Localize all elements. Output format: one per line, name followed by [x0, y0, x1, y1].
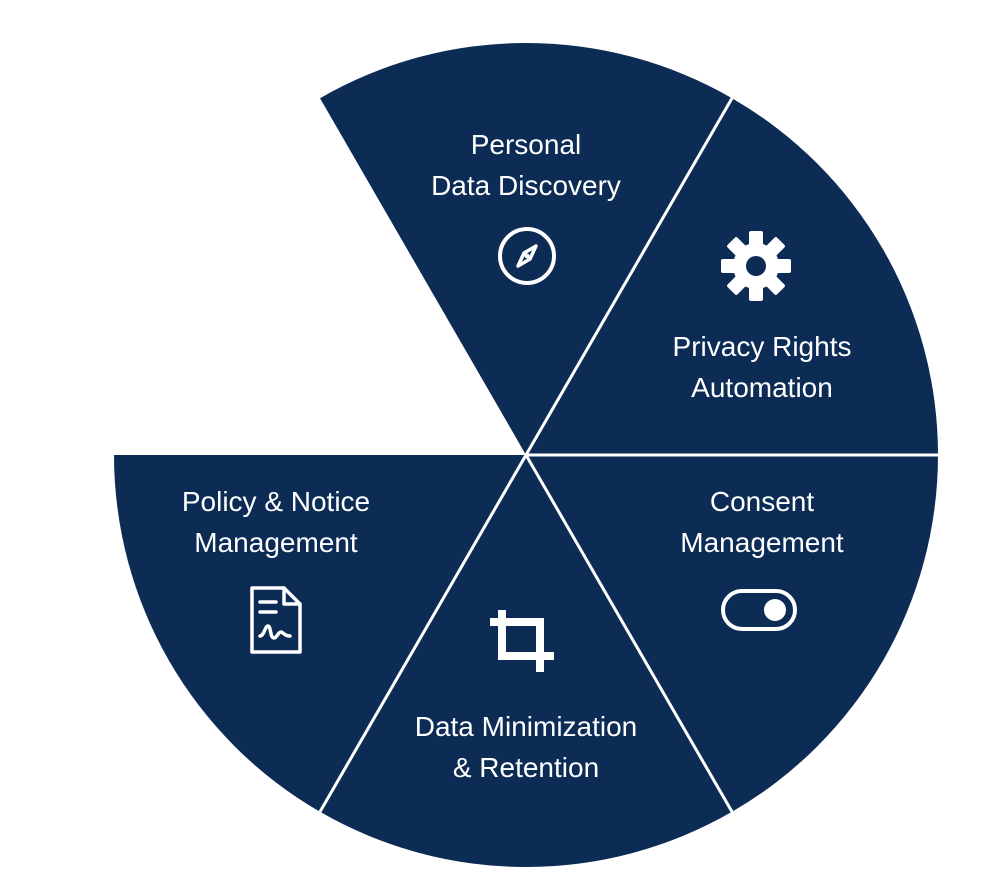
segment-policy-notice-management [114, 455, 526, 812]
segment-label-consent-management: Consent Management [612, 481, 912, 563]
segment-label-line: Management [680, 527, 844, 558]
segment-label-policy-notice-management: Policy & Notice Management [126, 481, 426, 563]
toggle-icon [721, 589, 797, 631]
segment-label-line: Privacy Rights [672, 331, 852, 362]
segment-consent-management [526, 455, 938, 812]
segment-personal-data-discovery [320, 43, 732, 456]
segment-privacy-rights-automation [526, 98, 938, 455]
segment-label-line: Personal [470, 129, 582, 160]
segment-label-line: Data Discovery [431, 170, 621, 201]
segment-label-line: & Retention [452, 752, 600, 783]
segment-label-line: Management [194, 527, 358, 558]
segment-label-line: Consent [709, 486, 815, 517]
compass-icon [498, 227, 556, 285]
segment-label-personal-data-discovery: Personal Data Discovery [376, 124, 676, 206]
segment-divider [318, 454, 528, 813]
segment-label-line: Data Minimization [414, 711, 638, 742]
crop-icon [490, 610, 554, 672]
signed-document-icon [250, 586, 302, 654]
segment-label-line: Policy & Notice [181, 486, 371, 517]
segment-divider [524, 454, 734, 813]
gear-icon [721, 231, 791, 301]
segment-label-privacy-rights-automation: Privacy Rights Automation [612, 326, 912, 408]
segment-data-minimization-retention [320, 455, 732, 867]
segment-divider [524, 97, 734, 456]
segment-label-line: Automation [691, 372, 833, 403]
segment-label-data-minimization-retention: Data Minimization & Retention [376, 706, 676, 788]
